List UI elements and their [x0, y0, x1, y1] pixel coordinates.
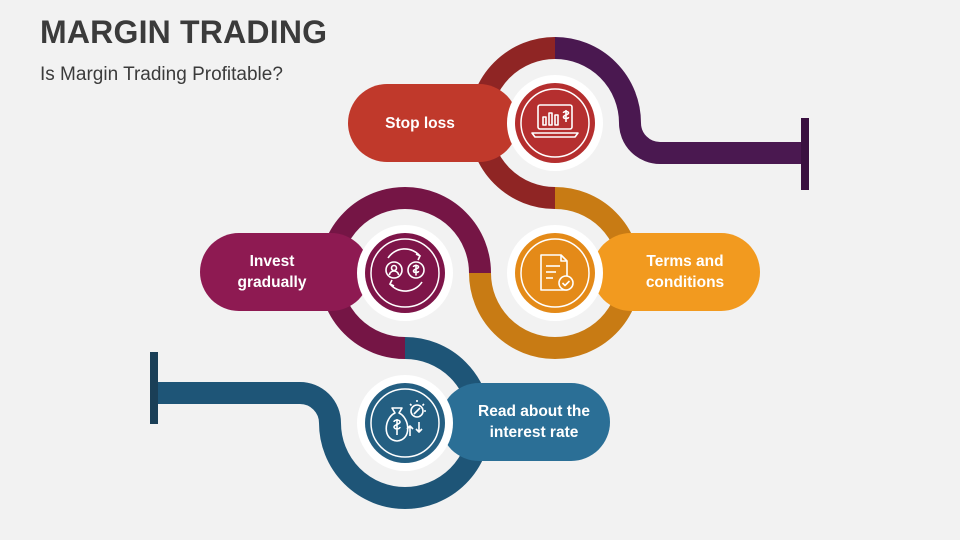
track-purple [554, 37, 808, 164]
icon-circle-terms [507, 225, 603, 321]
track-end-cap-right [801, 118, 809, 190]
stop-loss-label: Stop loss [385, 114, 455, 132]
person-dollar-exchange-icon [385, 248, 425, 292]
icon-circle-invest [357, 225, 453, 321]
invest-label: Invest gradually [237, 253, 307, 291]
pill-invest [200, 233, 370, 311]
page-title: MARGIN TRADING [40, 14, 328, 50]
pill-terms [592, 233, 760, 311]
interest-label: Read about the interest rate [478, 403, 590, 441]
pill-interest [440, 383, 610, 461]
track-orange [469, 187, 642, 360]
terms-label: Terms and conditions [645, 253, 725, 291]
money-bag-percent-icon [385, 400, 426, 442]
document-check-icon [540, 254, 574, 291]
pill-stop-loss [348, 84, 518, 162]
page-subtitle: Is Margin Trading Profitable? [40, 64, 283, 85]
laptop-dollar-chart-icon [531, 104, 579, 138]
track-magenta [318, 186, 491, 359]
track-blue [152, 337, 492, 510]
track-end-cap-left [150, 352, 158, 424]
icon-circle-interest [357, 375, 453, 471]
